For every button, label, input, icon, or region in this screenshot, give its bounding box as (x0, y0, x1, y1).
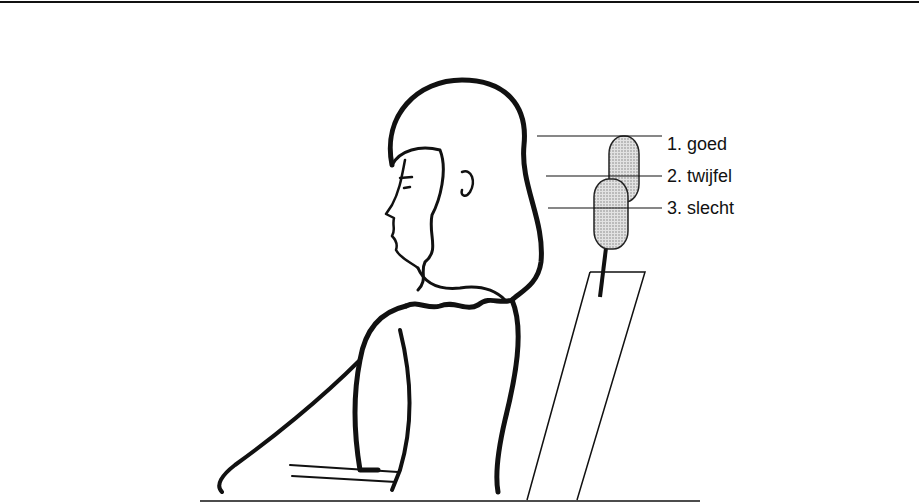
position-label: 2. twijfel (667, 167, 732, 185)
position-label: 1. goed (667, 135, 727, 153)
seat-back (527, 272, 645, 500)
headrest-stem (600, 248, 606, 297)
frame-line (0, 1, 919, 3)
leader-line (537, 136, 662, 208)
headrest-low (594, 179, 628, 249)
frame-line (200, 500, 700, 502)
woman-figure (219, 80, 541, 492)
position-label: 3. slecht (667, 199, 734, 217)
